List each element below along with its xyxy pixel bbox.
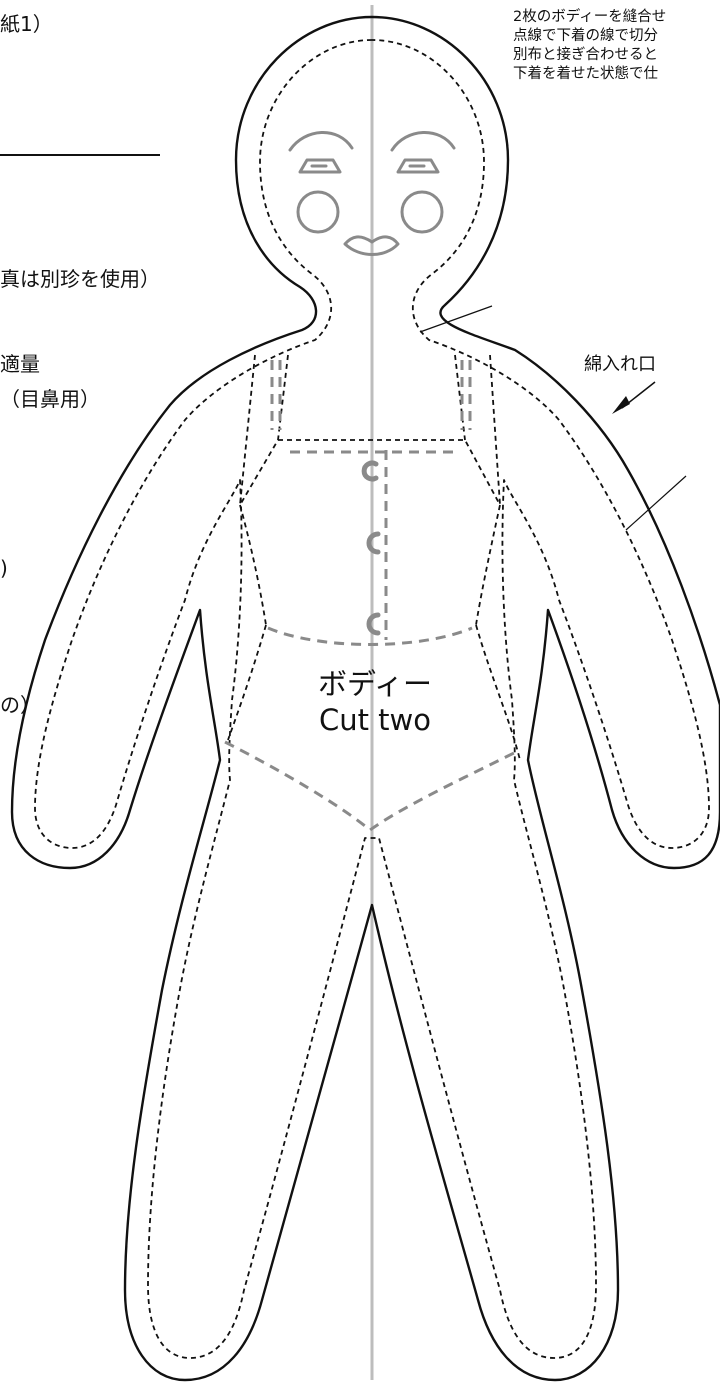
cut-instruction: Cut two [318, 703, 432, 737]
right-eye [396, 158, 440, 174]
inner-stitching-line [34, 39, 710, 1359]
left-cheek [296, 190, 340, 234]
left-eyebrow [288, 131, 354, 152]
snap-marker-2 [366, 531, 381, 555]
torso-dashed-lines [227, 354, 521, 761]
material-note-1: 真は別珍を使用） [0, 267, 160, 291]
mouth [343, 235, 400, 256]
left-eye [298, 158, 342, 174]
face [288, 131, 456, 256]
opening-marker-line-upper [419, 305, 493, 333]
instruction-line: 点線で下着の線で切分 [513, 28, 658, 44]
instruction-line: 2枚のボディーを縫合せ [513, 9, 667, 25]
sewing-instructions: 2枚のボディーを縫合せ 点線で下着の線で切分 別布と接ぎ合わせると 下着を着せた… [513, 8, 720, 84]
stuffing-opening-label: 綿入れ口 [584, 354, 656, 375]
instruction-line: 別布と接ぎ合わせると [513, 47, 658, 63]
piece-name: ボディー [318, 667, 432, 701]
material-note-2: 適量 [0, 352, 40, 376]
snap-markers [361, 460, 381, 636]
stuffing-opening-arrow [612, 381, 656, 414]
snap-marker-1 [361, 460, 379, 482]
instruction-line: 下着を着せた状態で仕 [513, 66, 658, 82]
right-cheek [400, 190, 444, 234]
title-fragment: 紙1） [0, 12, 53, 36]
outer-cutting-line [10, 15, 720, 1382]
material-note-3: （目鼻用） [0, 387, 100, 411]
opening-marker-line-lower [625, 475, 687, 531]
material-note-5: の） [0, 693, 40, 717]
snap-marker-3 [366, 612, 381, 636]
underwear-guide-lines [224, 360, 521, 832]
right-eyebrow [390, 131, 456, 152]
piece-label: ボディー Cut two [290, 666, 460, 738]
material-note-4: ) [0, 556, 8, 580]
